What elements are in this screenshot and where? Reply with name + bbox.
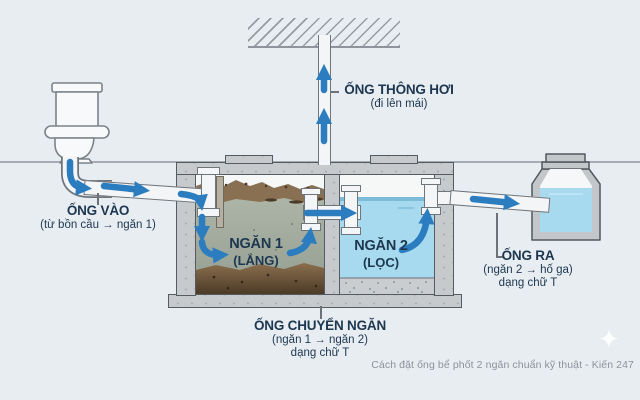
divider-wall	[324, 173, 340, 295]
chamber1-label: NGĂN 1 (LẮNG)	[195, 236, 317, 268]
chamber2-rise-arrow	[398, 207, 435, 254]
vent-label-title: ỐNG THÔNG HƠI	[344, 82, 454, 97]
vent-leader-line	[331, 91, 339, 93]
inlet-tee-bottom-flange	[197, 208, 220, 217]
outlet-pit	[531, 153, 601, 241]
transfer-leader-line	[320, 306, 322, 319]
chamber1-turn-arrow	[198, 238, 230, 264]
caption: Cách đặt ống bể phốt 2 ngăn chuẩn kỹ thu…	[371, 359, 634, 371]
vent-label: ỐNG THÔNG HƠI (đi lên mái)	[336, 82, 462, 111]
inlet-drop-arrow	[177, 190, 208, 212]
chamber1-contents	[196, 174, 324, 294]
inlet-label: ỐNG VÀO (từ bồn cầu → ngăn 1)	[22, 203, 174, 232]
inlet-leader-line	[97, 193, 99, 205]
outlet-label-title: ỐNG RA	[501, 248, 555, 263]
chamber2-label: NGĂN 2 (LỌC)	[322, 238, 440, 270]
transfer-label-note: dạng chữ T	[290, 347, 350, 360]
transfer-tee-right-bottom-flange	[341, 227, 361, 235]
transfer-label: ỐNG CHUYỂN NGĂN (ngăn 1 → ngăn 2) dạng c…	[237, 318, 403, 361]
chamber1-label-subtitle: (LẮNG)	[233, 253, 279, 269]
outlet-label-note: dạng chữ T	[498, 277, 558, 290]
outlet-leader-line-v	[496, 213, 498, 257]
toilet-icon	[44, 82, 110, 164]
manhole-cover-2	[370, 155, 418, 164]
manhole-cover-1	[225, 155, 273, 164]
chamber2-label-subtitle: (LỌC)	[362, 255, 400, 271]
chamber1-label-title: NGĂN 1	[229, 236, 283, 252]
tank-lid	[176, 162, 454, 175]
outlet-label-subtitle: (ngăn 2 → hố ga)	[483, 263, 573, 276]
transfer-label-subtitle: (ngăn 1 → ngăn 2)	[272, 333, 368, 346]
outlet-flow-arrow	[469, 194, 521, 211]
inlet-tee-top-flange	[197, 167, 220, 175]
toilet-flow-arrow	[66, 158, 93, 196]
transfer-tee-right-top-flange	[341, 185, 361, 192]
inlet-label-subtitle: (từ bồn cầu → ngăn 1)	[40, 218, 156, 231]
transfer-label-title: ỐNG CHUYỂN NGĂN	[253, 318, 386, 333]
outlet-tee-top-flange	[421, 178, 441, 185]
vent-label-subtitle: (đi lên mái)	[370, 97, 428, 110]
chamber2-label-title: NGĂN 2	[354, 238, 408, 254]
inlet-flow-arrow	[100, 181, 151, 198]
tank-base-slab	[168, 294, 462, 308]
chamber1-rise-arrow	[286, 226, 317, 257]
outlet-label: ỐNG RA (ngăn 2 → hố ga) dạng chữ T	[452, 248, 604, 291]
inlet-label-title: ỐNG VÀO	[66, 203, 130, 218]
outlet-leader-line-h	[496, 256, 504, 258]
sparkle-icon: ✦	[598, 324, 620, 354]
inlet-baffle	[216, 176, 224, 228]
transfer-tee-left-top-flange	[301, 188, 321, 195]
